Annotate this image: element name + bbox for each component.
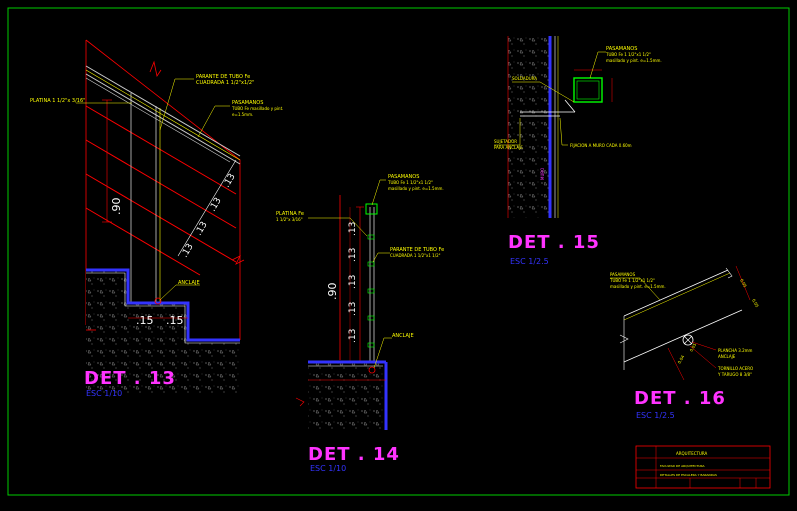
det14-dim-spacing-3: .13 <box>348 275 358 289</box>
det15-pasamanos-label-2: TUBO Fe 1 1/2"x1 1/2" <box>605 52 651 57</box>
det15-pasamanos-label-3: masillado y pint. e=1.5mm. <box>606 58 662 63</box>
title-block-line-2: DETALLES DE ESCALERA Y BARANDAS <box>660 473 717 477</box>
det15-pasamanos-label: PASAMANOS <box>606 46 637 52</box>
det15-muro-label: MURO <box>540 168 545 180</box>
det13-dim-spacing-1: .13 <box>180 242 196 259</box>
det13-dim-spacing-3: .13 <box>208 196 224 213</box>
det13-pasamanos-label: PASAMANOS <box>232 100 263 106</box>
detail-15 <box>494 36 613 218</box>
det16-plancha-label: PLANCHA 3.2mm <box>718 348 753 353</box>
det14-platina-label-2: 1 1/2"x 3/16" <box>276 217 303 222</box>
det13-pasamanos-label-3: e=1.5mm. <box>232 112 253 117</box>
det13-parante-label: PARANTE DE TUBO Fe <box>196 74 250 80</box>
det14-dim-spacing-2: .13 <box>348 248 358 262</box>
det14-platina-label: PLATINA Fe <box>276 211 304 217</box>
det16-pasamanos-label: PASAMANOS <box>610 272 636 277</box>
det14-dim-spacing-5: .13 <box>348 329 358 343</box>
det13-dim-step-b: .15 <box>166 314 184 327</box>
det13-dim-height: .90 <box>110 198 123 216</box>
det16-dim-3: 0.04 <box>677 354 686 365</box>
det15-scale: ESC 1/2.5 <box>510 257 549 266</box>
title-block <box>635 445 771 489</box>
det13-anclaje-label: ANCLAJE <box>178 280 200 286</box>
det16-scale: ESC 1/2.5 <box>636 411 675 420</box>
det16-dim-4: 0.05 <box>689 342 698 353</box>
det16-pasamanos-label-2: TUBO Fe 1 1/2"x1 1/2" <box>609 278 655 283</box>
det14-dim-spacing-1: .13 <box>348 222 358 236</box>
det14-pasamanos-label-2: TUBO Fe 1 1/2"x1 1/2" <box>387 180 433 185</box>
det15-sujetador-label: SUJETADOR <box>494 139 517 144</box>
det13-title: DET . 13 <box>84 368 176 389</box>
det14-pasamanos-label-3: masillado y pint. e=1.5mm. <box>388 186 444 191</box>
det15-sujetador-label-2: PARA ANCLAJE <box>494 145 523 150</box>
det14-anclaje-label: ANCLAJE <box>392 333 414 339</box>
det13-scale: ESC 1/10 <box>86 389 122 398</box>
det14-pasamanos-label: PASAMANOS <box>388 174 419 180</box>
det16-title: DET . 16 <box>634 388 726 409</box>
det14-scale: ESC 1/10 <box>310 464 346 473</box>
det16-tornillo-label: TORNILLO ACERO <box>717 366 753 371</box>
det13-dim-spacing-4: .13 <box>222 172 238 189</box>
det15-soldadura-label: SOLDADURA <box>512 76 537 81</box>
det13-platina-label: PLATINA 1 1/2"x 3/16" <box>30 98 85 104</box>
det14-parante-label-2: CUADRADA 1 1/2"x1 1/2" <box>390 253 441 258</box>
det16-dim-1: 0.05 <box>739 278 748 289</box>
det14-dim-height: .90 <box>326 283 339 301</box>
det13-dim-spacing-2: .13 <box>194 220 210 237</box>
title-block-line-1: FACULTAD DE ARQUITECTURA <box>660 464 705 468</box>
det14-dim-spacing-4: .13 <box>348 302 358 316</box>
detail-13 <box>76 39 245 395</box>
sheet-border <box>7 7 790 496</box>
title-block-header: ARQUITECTURA <box>676 451 708 456</box>
det16-pasamanos-label-3: masillado y pint. e=1.5mm. <box>610 284 666 289</box>
det15-title: DET . 15 <box>508 232 600 253</box>
det14-parante-label: PARANTE DE TUBO Fe <box>390 247 444 253</box>
det16-plancha-label-2: ANCLAJE <box>718 354 736 359</box>
detail-16 <box>610 265 751 381</box>
det16-tornillo-label-2: Y TARUGO 8 3/8" <box>717 372 752 377</box>
detail-14 <box>295 179 392 430</box>
det16-dim-2: 0.05 <box>751 298 760 309</box>
det13-parante-label-2: CUADRADA 1 1/2"x1/2" <box>196 80 254 86</box>
det14-title: DET . 14 <box>308 444 400 465</box>
det13-dim-step-a: .15 <box>136 314 154 327</box>
det13-pasamanos-label-2: TUBO Fe masillado y pint. <box>231 106 283 111</box>
det15-fijacion-label: FIJACION A MURO CADA 0.60m <box>570 143 632 148</box>
